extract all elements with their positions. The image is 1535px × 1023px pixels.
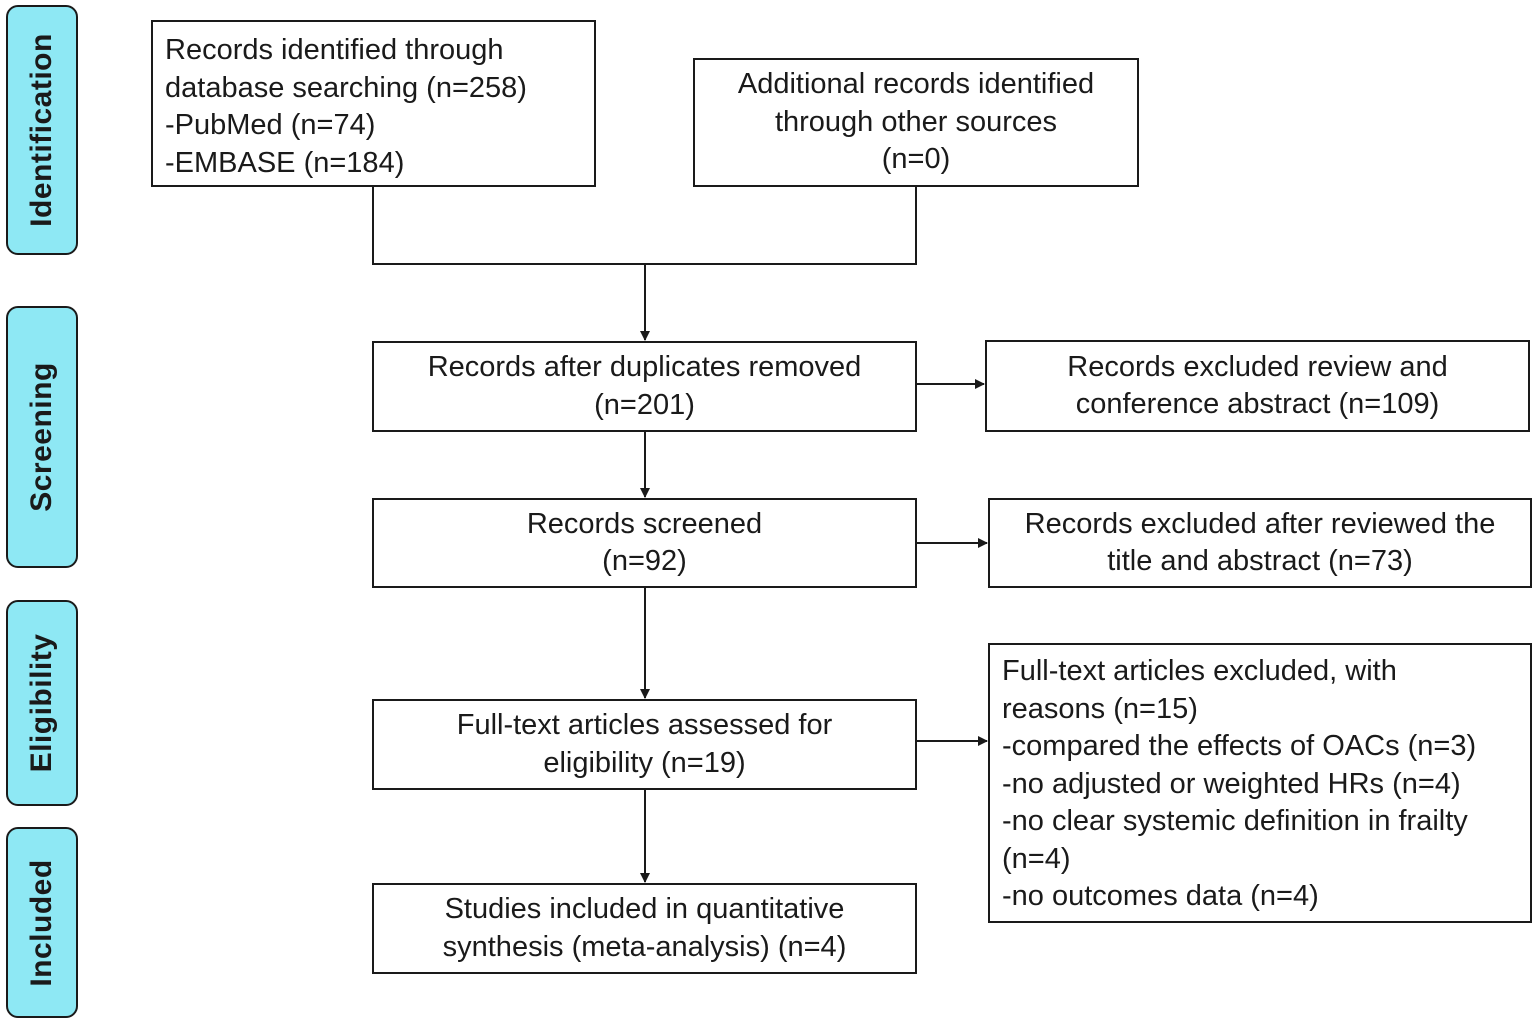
stage-included: Included [6,827,78,1018]
stage-screening: Screening [6,306,78,568]
excluded-review-box: Records excluded review and conference a… [985,340,1530,432]
fulltext-assessed-box: Full-text articles assessed for eligibil… [372,699,917,790]
excluded-title-line-2: title and abstract (n=73) [1107,545,1413,577]
fulltext-excluded-line-2: reasons (n=15) [1002,692,1198,725]
fulltext-excluded-line-1: Full-text articles excluded, with [1002,655,1397,687]
database-search-line-3: -PubMed (n=74) [165,109,376,141]
other-sources-line-2: through other sources [774,105,1058,138]
fulltext-assessed-line-1: Full-text articles assessed for [456,709,833,741]
stage-identification: Identification [6,5,78,255]
merge-connector [372,186,917,265]
included-studies-box: Studies included in quantitative synthes… [372,883,917,974]
fulltext-excluded-line-4: -no adjusted or weighted HRs (n=4) [1002,767,1461,800]
screened-line-2: (n=92) [602,545,687,577]
fulltext-assessed-line-2: eligibility (n=19) [543,746,746,779]
other-sources-box: Additional records identified through ot… [693,58,1139,187]
other-sources-line-3: (n=0) [881,143,951,176]
database-search-line-1: Records identified through [165,34,504,66]
included-studies-line-1: Studies included in quantitative [444,893,845,925]
database-search-line-4: -EMBASE (n=184) [165,146,405,179]
screened-box: Records screened (n=92) [372,498,917,588]
fulltext-excluded-line-7: -no outcomes data (n=4) [1002,880,1319,912]
duplicates-removed-box: Records after duplicates removed (n=201) [372,341,917,432]
excluded-title-line-1: Records excluded after reviewed the [1024,507,1496,540]
other-sources-line-1: Additional records identified [737,68,1095,101]
fulltext-excluded-line-6: (n=4) [1002,842,1071,875]
stage-eligibility: Eligibility [6,600,78,806]
fulltext-excluded-line-3: -compared the effects of OACs (n=3) [1002,730,1477,762]
database-search-line-2: database searching (n=258) [165,71,527,104]
screened-line-1: Records screened [526,507,763,540]
duplicates-removed-line-1: Records after duplicates removed [427,351,862,383]
database-search-box: Records identified through database sear… [151,20,596,187]
fulltext-excluded-box: Full-text articles excluded, with reason… [988,643,1532,923]
excluded-review-line-1: Records excluded review and [1067,350,1448,383]
included-studies-line-2: synthesis (meta-analysis) (n=4) [442,930,847,963]
duplicates-removed-line-2: (n=201) [594,388,695,421]
fulltext-excluded-line-5: -no clear systemic definition in frailty [1002,805,1468,837]
excluded-review-line-2: conference abstract (n=109) [1075,388,1440,420]
excluded-title-box: Records excluded after reviewed the titl… [988,498,1532,588]
